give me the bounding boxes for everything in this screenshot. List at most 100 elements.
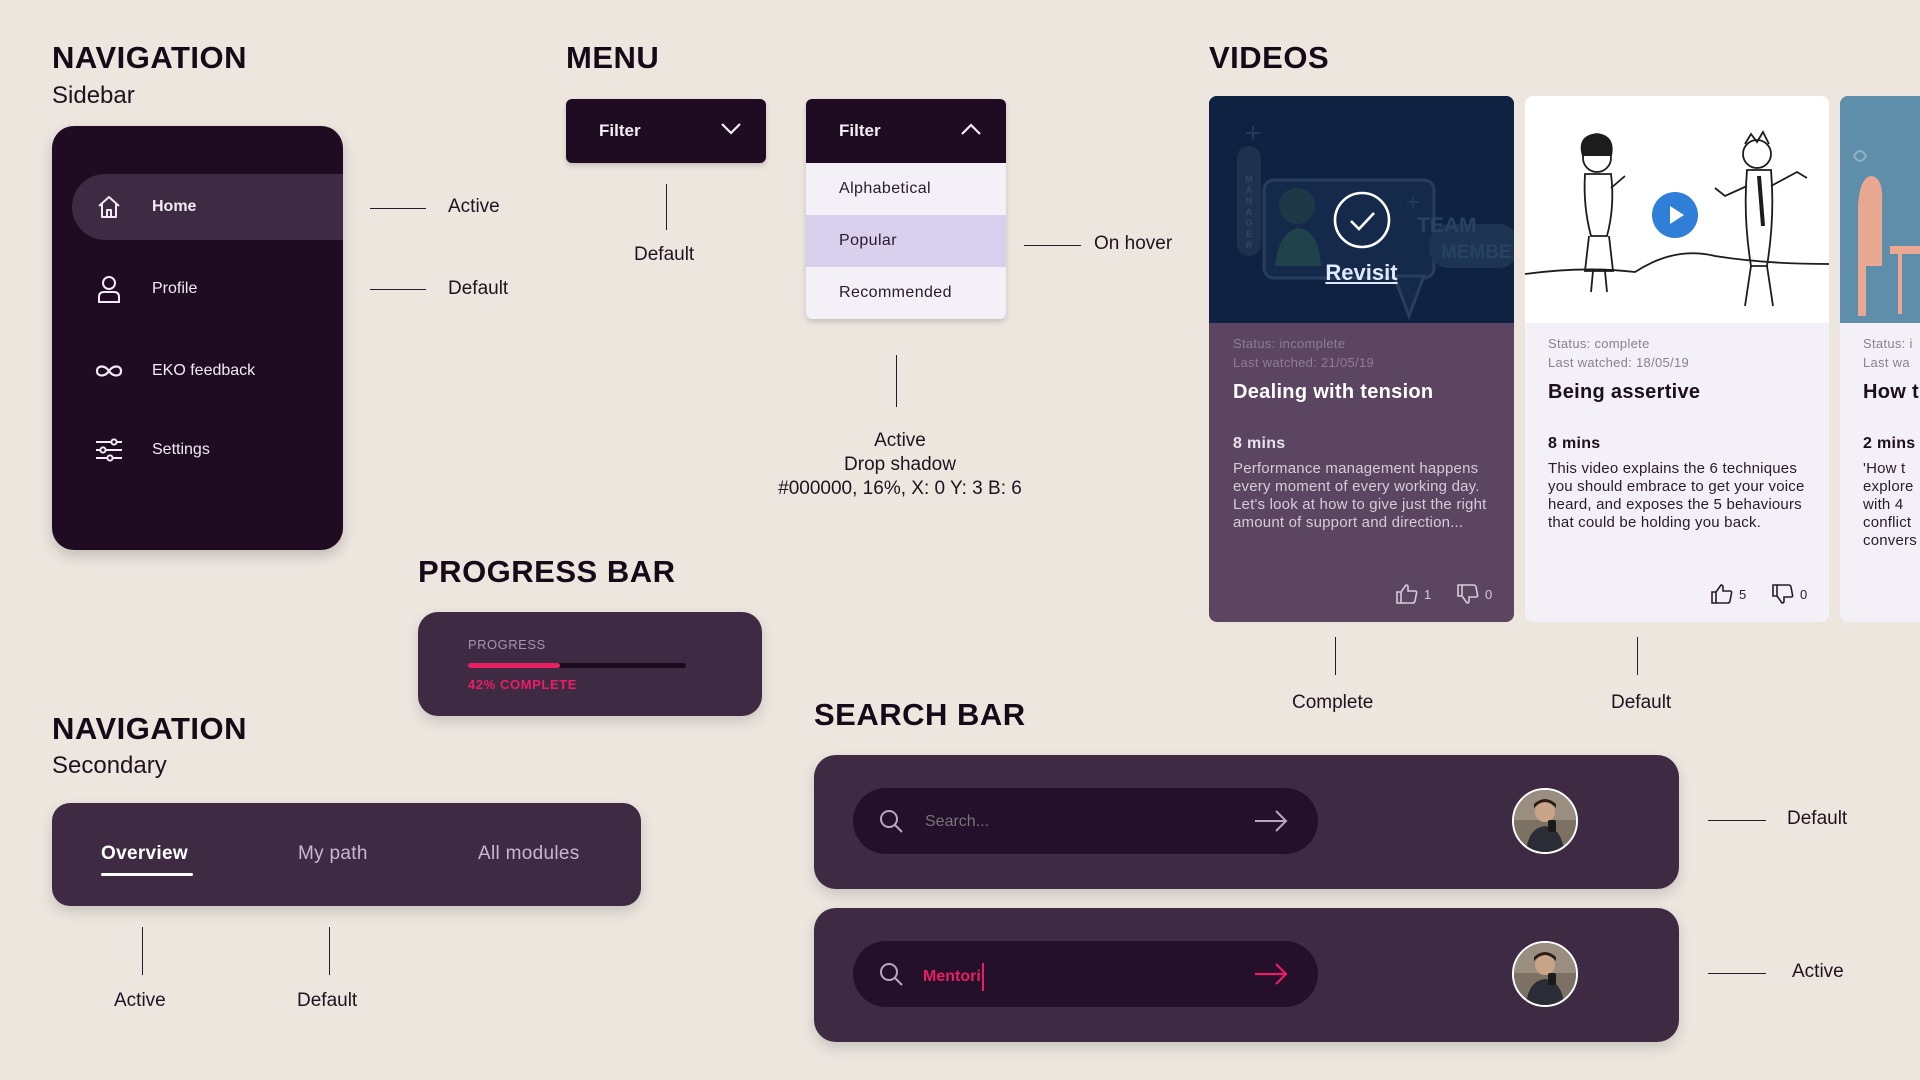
sidebar-item-label: Home <box>152 198 197 215</box>
thumbnail-illustration <box>1209 96 1514 323</box>
secnav-section-subtitle: Secondary <box>52 752 167 779</box>
arrow-right-icon[interactable] <box>1254 962 1288 991</box>
video-status: Status: complete Last watched: 18/05/19 <box>1548 334 1689 372</box>
video-card-complete[interactable]: MANAGER TEAM MEMBE Revisit Status: incom… <box>1209 96 1514 622</box>
avatar[interactable] <box>1512 941 1578 1007</box>
search-note-default: Default <box>1787 808 1848 829</box>
menu-note-hover: On hover <box>1094 233 1173 254</box>
filter-dropdown-default[interactable]: Filter <box>566 99 766 163</box>
thumbs-up-icon <box>1711 584 1733 604</box>
annotation-line <box>1637 637 1638 675</box>
video-description-line: explore <box>1863 478 1914 495</box>
video-last-watched: Last watched: 21/05/19 <box>1233 355 1375 370</box>
thumbnail-overlay <box>1209 96 1514 323</box>
menu-note-default: Default <box>634 244 695 265</box>
sidebar-item-home[interactable]: Home <box>72 174 343 240</box>
video-title: Dealing with tension <box>1233 381 1434 403</box>
video-likes[interactable]: 5 <box>1710 583 1746 605</box>
progress-track <box>468 663 686 668</box>
secondary-nav: Overview My path All modules <box>52 803 641 906</box>
revisit-link[interactable]: Revisit <box>1325 260 1398 285</box>
menu-item-alphabetical[interactable]: Alphabetical <box>839 180 931 197</box>
thumbs-down-icon <box>1772 584 1794 604</box>
sidebar-note-active: Active <box>448 196 500 217</box>
avatar-photo-icon <box>1514 790 1576 852</box>
thumbnail-illustration <box>1525 130 1829 307</box>
videos-note-default: Default <box>1611 692 1672 713</box>
tab-overview[interactable]: Overview <box>101 843 193 876</box>
search-input-value: Mentori <box>923 968 981 985</box>
search-input[interactable] <box>923 806 1227 838</box>
video-title: How t <box>1863 381 1919 403</box>
video-status: Status: i Last wa <box>1863 334 1913 372</box>
sidebar-section-title: NAVIGATION <box>52 40 248 75</box>
text-cursor <box>981 963 984 991</box>
search-pill: Mentori <box>853 941 1318 1007</box>
progress-section-title: PROGRESS BAR <box>418 554 676 589</box>
sidebar-item-label: Profile <box>152 280 198 297</box>
videos-note-complete: Complete <box>1292 692 1374 713</box>
dislikes-count: 0 <box>1800 586 1808 602</box>
video-description-line: with 4 <box>1863 496 1904 513</box>
video-description: 'How t explore with 4 conflict convers <box>1863 460 1920 550</box>
video-dislikes[interactable]: 0 <box>1456 583 1492 605</box>
chevron-down-icon <box>720 121 742 141</box>
annotation-line <box>370 208 426 209</box>
filter-menu-list: Alphabetical Popular Recommended <box>806 163 1006 319</box>
thumbs-down-icon <box>1457 584 1479 604</box>
secnav-section-title: NAVIGATION <box>52 711 248 746</box>
thumbnail-illustration <box>1840 96 1920 323</box>
menu-active-notes: Active Drop shadow #000000, 16%, X: 0 Y:… <box>736 429 1064 501</box>
video-description-line: convers <box>1863 532 1917 549</box>
sidebar-item-settings[interactable]: Settings <box>72 417 210 483</box>
video-thumbnail <box>1525 96 1829 323</box>
play-icon[interactable] <box>1652 192 1698 243</box>
sidebar-item-label: Settings <box>152 441 210 458</box>
sidebar: Home Profile EKO feedback Settings <box>52 126 343 550</box>
video-status: Status: incomplete Last watched: 21/05/1… <box>1233 334 1374 372</box>
video-status-text: Status: incomplete <box>1233 336 1346 351</box>
sidebar-item-profile[interactable]: Profile <box>72 256 197 322</box>
menu-item-popular[interactable]: Popular <box>806 215 1006 267</box>
thumbnail-member-text: MEMBE <box>1441 242 1512 263</box>
sidebar-item-eko-feedback[interactable]: EKO feedback <box>72 338 255 404</box>
video-description-line: conflict <box>1863 514 1912 531</box>
arrow-right-icon[interactable] <box>1254 809 1288 838</box>
search-pill <box>853 788 1318 854</box>
menu-note-shadow-spec: #000000, 16%, X: 0 Y: 3 B: 6 <box>778 478 1022 499</box>
video-card-default[interactable]: Status: complete Last watched: 18/05/19 … <box>1525 96 1829 622</box>
video-duration: 8 mins <box>1233 435 1286 452</box>
annotation-line <box>666 184 667 230</box>
annotation-line <box>329 927 330 975</box>
sliders-icon <box>94 435 124 465</box>
video-likes[interactable]: 1 <box>1395 583 1431 605</box>
tab-my-path[interactable]: My path <box>298 843 368 864</box>
sidebar-note-default: Default <box>448 278 509 299</box>
chevron-up-icon <box>960 121 982 141</box>
home-icon <box>94 192 124 222</box>
annotation-line <box>370 289 426 290</box>
video-description-line: 'How t <box>1863 460 1906 477</box>
videos-section-title: VIDEOS <box>1209 40 1330 75</box>
avatar[interactable] <box>1512 788 1578 854</box>
user-icon <box>94 274 124 304</box>
annotation-line <box>1708 973 1766 974</box>
infinity-icon <box>94 356 124 386</box>
thumbs-up-icon <box>1396 584 1418 604</box>
tab-all-modules[interactable]: All modules <box>478 843 580 864</box>
search-input-active[interactable]: Mentori <box>923 963 984 991</box>
filter-dropdown-active: Filter Alphabetical Popular Recommended <box>806 99 1006 319</box>
filter-dropdown-header[interactable]: Filter <box>806 99 1006 163</box>
video-dislikes[interactable]: 0 <box>1771 583 1807 605</box>
video-thumbnail: MANAGER TEAM MEMBE Revisit <box>1209 96 1514 323</box>
progress-status: 42% COMPLETE <box>468 677 578 692</box>
annotation-line <box>142 927 143 975</box>
search-note-active: Active <box>1792 961 1844 982</box>
thumbnail-team-text: TEAM <box>1417 214 1477 237</box>
filter-label: Filter <box>599 121 641 140</box>
thumbnail-vertical-text: MANAGER <box>1245 174 1253 250</box>
sidebar-section-subtitle: Sidebar <box>52 82 135 109</box>
search-section-title: SEARCH BAR <box>814 697 1026 732</box>
video-card-partial[interactable]: Status: i Last wa How t 2 mins 'How t ex… <box>1840 96 1920 622</box>
menu-item-recommended[interactable]: Recommended <box>839 284 952 301</box>
